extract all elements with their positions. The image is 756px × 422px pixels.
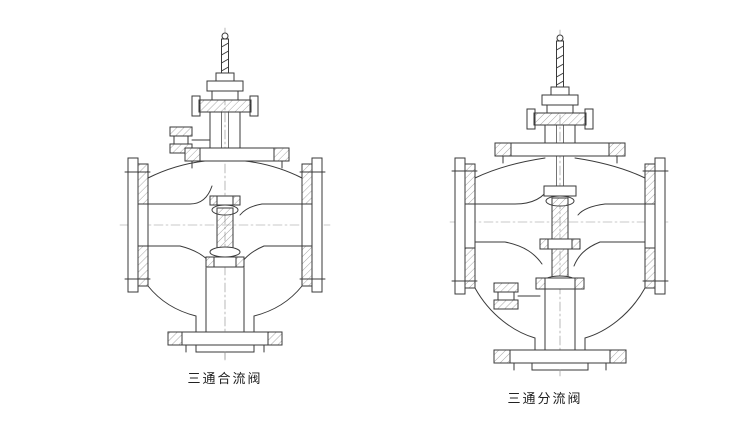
diverting-top-plate xyxy=(494,142,626,164)
diverting-side-fitting xyxy=(493,282,541,310)
merging-trim xyxy=(205,195,245,268)
merging-valve-drawing xyxy=(119,27,331,361)
diverting-valve-drawing xyxy=(449,29,669,377)
diverting-trim xyxy=(535,155,585,290)
merging-stem xyxy=(221,32,229,74)
diverting-valve-caption: 三通分流阀 xyxy=(507,392,583,407)
merging-right-flange xyxy=(299,157,326,293)
merging-valve-caption: 三通合流阀 xyxy=(187,372,263,387)
diverting-bonnet xyxy=(526,86,594,144)
merging-bottom-flange xyxy=(167,331,283,360)
merging-body xyxy=(147,160,303,333)
merging-left-flange xyxy=(124,157,151,293)
diverting-bottom-flange xyxy=(493,349,627,377)
diverting-left-flange xyxy=(451,157,478,295)
diverting-stem xyxy=(556,34,564,88)
diverting-body xyxy=(474,157,646,351)
merging-top-plate xyxy=(184,147,290,169)
merging-bonnet xyxy=(191,72,259,149)
diverting-right-flange xyxy=(642,157,669,295)
